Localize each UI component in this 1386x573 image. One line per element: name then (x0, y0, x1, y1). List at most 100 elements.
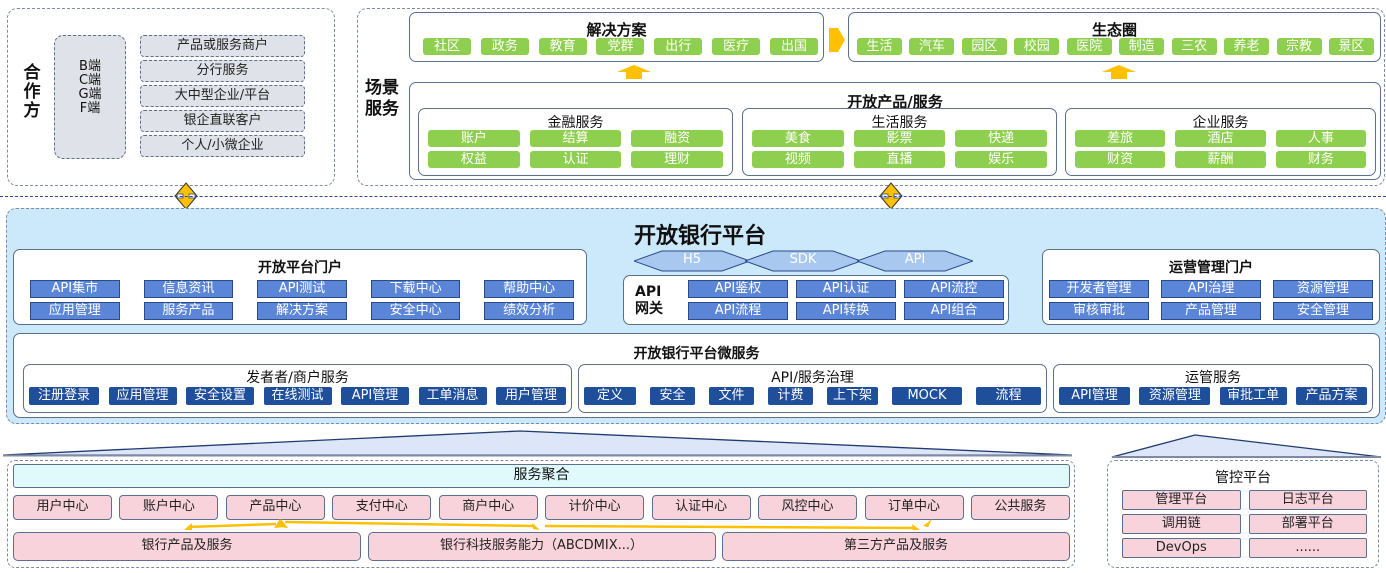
base-capability-item[interactable]: 第三方产品及服务 (722, 532, 1070, 561)
open-product-item[interactable]: 财务 (1275, 151, 1366, 168)
ops-portal-item[interactable]: 审核审批 (1049, 302, 1149, 320)
ecosystem-item[interactable]: 园区 (961, 38, 1007, 55)
ops-portal-item[interactable]: 安全管理 (1273, 302, 1373, 320)
microservice-item[interactable]: 在线测试 (263, 387, 332, 405)
open-portal-item[interactable]: 下载中心 (370, 280, 461, 298)
control-item[interactable]: 管理平台 (1122, 490, 1241, 510)
open-product-item[interactable]: 快递 (955, 130, 1047, 147)
service-center-item[interactable]: 用户中心 (13, 495, 112, 520)
solution-item[interactable]: 政务 (480, 38, 529, 55)
microservice-item[interactable]: 上下架 (827, 387, 878, 405)
service-center-item[interactable]: 风控中心 (758, 495, 858, 520)
open-product-item[interactable]: 理财 (631, 151, 723, 168)
open-product-item[interactable]: 美食 (752, 130, 844, 147)
open-product-item[interactable]: 直播 (853, 151, 946, 168)
open-product-item[interactable]: 认证 (529, 151, 622, 168)
ecosystem-item[interactable]: 景区 (1328, 38, 1374, 55)
microservice-item[interactable]: 工单消息 (418, 387, 487, 405)
solution-item[interactable]: 医疗 (712, 38, 761, 55)
service-center-item[interactable]: 产品中心 (225, 495, 325, 520)
open-portal-item[interactable]: 安全中心 (370, 302, 461, 320)
open-product-item[interactable]: 薪酬 (1175, 151, 1266, 168)
gateway-item[interactable]: API鉴权 (688, 280, 788, 298)
microservice-item[interactable]: 资源管理 (1139, 387, 1211, 405)
ecosystem-item[interactable]: 汽车 (909, 38, 955, 55)
microservice-item[interactable]: 审批工单 (1219, 387, 1287, 405)
service-center-item[interactable]: 计价中心 (545, 495, 645, 520)
ops-portal-item[interactable]: 开发者管理 (1049, 280, 1149, 298)
microservice-item[interactable]: 流程 (976, 387, 1041, 405)
open-portal-item[interactable]: 帮助中心 (484, 280, 574, 298)
microservice-item[interactable]: 产品方案 (1295, 387, 1367, 405)
partner-type-item[interactable]: 产品或服务商户 (140, 35, 305, 57)
open-product-item[interactable]: 差旅 (1075, 130, 1166, 147)
ecosystem-item[interactable]: 医院 (1066, 38, 1112, 55)
open-portal-item[interactable]: 服务产品 (143, 302, 234, 320)
ecosystem-item[interactable]: 生活 (857, 38, 902, 55)
microservice-item[interactable]: API管理 (341, 387, 409, 405)
service-center-item[interactable]: 支付中心 (332, 495, 432, 520)
solution-item[interactable]: 出国 (769, 38, 818, 55)
microservice-item[interactable]: 文件 (709, 387, 754, 405)
partner-type-item[interactable]: 大中型企业/平台 (140, 85, 305, 107)
open-product-item[interactable]: 权益 (428, 151, 520, 168)
open-portal-item[interactable]: 解决方案 (257, 302, 347, 320)
base-capability-item[interactable]: 银行科技服务能力（ABCDMIX...） (367, 532, 716, 561)
partner-type-item[interactable]: 个人/小微企业 (140, 135, 305, 157)
microservice-item[interactable]: 安全设置 (186, 387, 254, 405)
microservice-item[interactable]: 定义 (584, 387, 636, 405)
microservice-item[interactable]: 应用管理 (108, 387, 177, 405)
microservice-item[interactable]: 计费 (768, 387, 813, 405)
service-center-item[interactable]: 账户中心 (119, 495, 219, 520)
control-item[interactable]: 日志平台 (1248, 490, 1367, 510)
solution-item[interactable]: 社区 (423, 38, 471, 55)
channel-api[interactable]: API (857, 250, 973, 272)
base-capability-item[interactable]: 银行产品及服务 (13, 532, 361, 561)
gateway-item[interactable]: API流程 (688, 302, 788, 320)
control-item[interactable]: DevOps (1122, 538, 1241, 558)
open-product-item[interactable]: 影票 (853, 130, 946, 147)
gateway-item[interactable]: API认证 (796, 280, 896, 298)
control-item[interactable]: ...... (1248, 538, 1367, 558)
microservice-item[interactable]: 注册登录 (29, 387, 99, 405)
open-product-item[interactable]: 酒店 (1175, 130, 1266, 147)
open-product-item[interactable]: 财资 (1075, 151, 1166, 168)
microservice-item[interactable]: API管理 (1059, 387, 1130, 405)
open-product-item[interactable]: 结算 (529, 130, 622, 147)
open-product-item[interactable]: 人事 (1275, 130, 1366, 147)
microservice-item[interactable]: 安全 (650, 387, 695, 405)
open-portal-item[interactable]: 绩效分析 (484, 302, 574, 320)
channel-sdk[interactable]: SDK (745, 250, 861, 272)
ops-portal-item[interactable]: 产品管理 (1161, 302, 1261, 320)
control-item[interactable]: 调用链 (1122, 514, 1241, 534)
service-center-item[interactable]: 公共服务 (970, 495, 1070, 520)
ops-portal-item[interactable]: 资源管理 (1273, 280, 1373, 298)
service-center-item[interactable]: 认证中心 (651, 495, 751, 520)
gateway-item[interactable]: API转换 (796, 302, 896, 320)
ecosystem-item[interactable]: 制造 (1119, 38, 1165, 55)
open-portal-item[interactable]: 信息资讯 (143, 280, 234, 298)
microservice-item[interactable]: 用户管理 (496, 387, 566, 405)
open-portal-item[interactable]: API测试 (257, 280, 347, 298)
open-product-item[interactable]: 视频 (752, 151, 844, 168)
solution-item[interactable]: 出行 (654, 38, 703, 55)
ecosystem-item[interactable]: 养老 (1224, 38, 1270, 55)
service-center-item[interactable]: 商户中心 (438, 495, 538, 520)
solution-item[interactable]: 教育 (538, 38, 587, 55)
partner-type-item[interactable]: 银企直联客户 (140, 110, 305, 132)
microservice-item[interactable]: MOCK (892, 387, 962, 405)
control-item[interactable]: 部署平台 (1248, 514, 1367, 534)
gateway-item[interactable]: API流控 (904, 280, 1004, 298)
open-product-item[interactable]: 融资 (631, 130, 723, 147)
channel-h5[interactable]: H5 (634, 250, 750, 272)
service-center-item[interactable]: 订单中心 (864, 495, 964, 520)
ops-portal-item[interactable]: API治理 (1161, 280, 1261, 298)
ecosystem-item[interactable]: 宗教 (1276, 38, 1322, 55)
open-product-item[interactable]: 娱乐 (955, 151, 1047, 168)
gateway-item[interactable]: API组合 (904, 302, 1004, 320)
partner-type-item[interactable]: 分行服务 (140, 60, 305, 82)
open-portal-item[interactable]: API集市 (30, 280, 120, 298)
solution-item[interactable]: 党群 (596, 38, 645, 55)
open-product-item[interactable]: 账户 (428, 130, 520, 147)
open-portal-item[interactable]: 应用管理 (30, 302, 120, 320)
